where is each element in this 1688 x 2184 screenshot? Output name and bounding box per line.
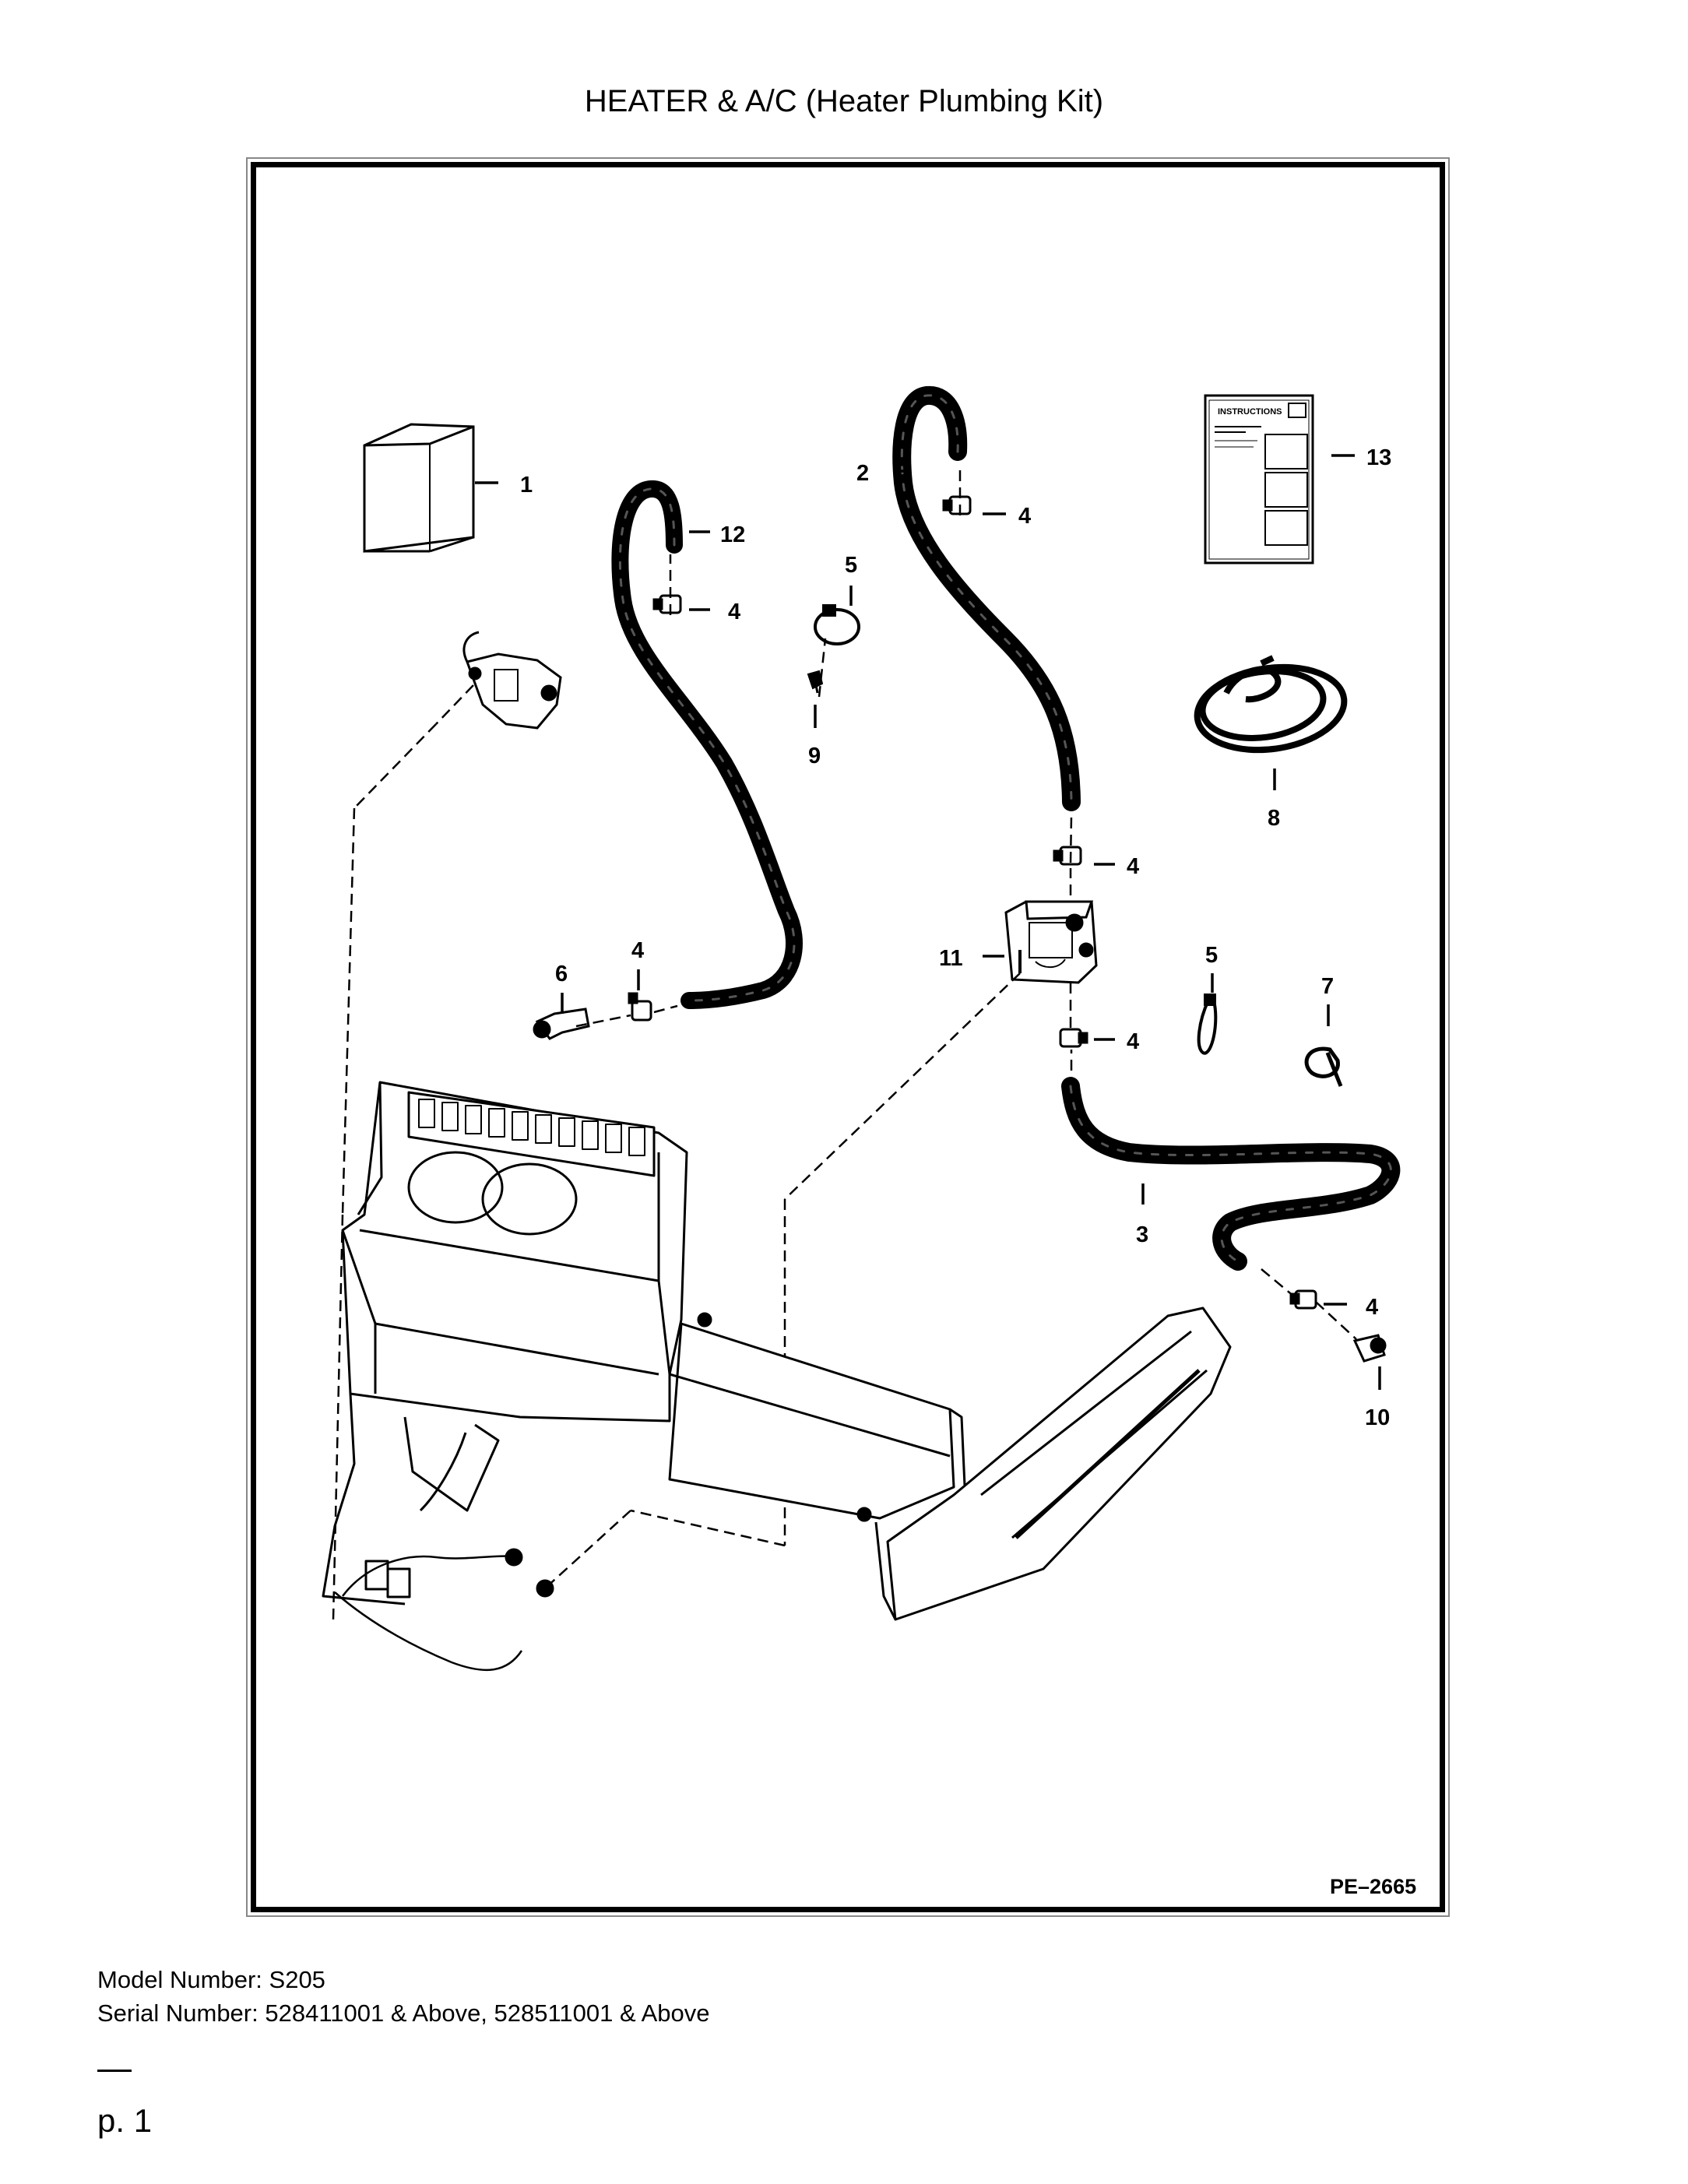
callout-12: 12 [720, 522, 745, 547]
callout-6: 6 [555, 962, 568, 986]
part-4-clamp-b [942, 495, 972, 515]
part-3-hose [1061, 1077, 1401, 1271]
heater-unit [322, 1081, 1232, 1671]
part-6-fitting [533, 1008, 590, 1040]
instructions-header-text: INSTRUCTIONS [1218, 407, 1282, 417]
callout-4b: 4 [728, 600, 740, 624]
callout-4a: 4 [1018, 504, 1031, 529]
hose-group [611, 385, 1401, 1271]
part-11-valve [1004, 900, 1098, 984]
part-5-tie-upper [814, 604, 860, 645]
part-7-clip [1304, 1046, 1343, 1087]
part-1-box [363, 423, 475, 553]
callout-11: 11 [939, 946, 963, 971]
callout-4e: 4 [631, 938, 644, 963]
part-4-clamp-f [1289, 1289, 1317, 1310]
part-2-hose [892, 385, 1081, 811]
callout-5a: 5 [845, 553, 857, 578]
callout-4c: 4 [1127, 854, 1139, 879]
page-marker-line [97, 2070, 132, 2072]
part-4-clamp-d [628, 992, 652, 1022]
page-title: HEATER & A/C (Heater Plumbing Kit) [584, 84, 1104, 118]
page-number: p. 1 [97, 2102, 153, 2139]
callout-4f: 4 [1366, 1295, 1378, 1320]
serial-number: Serial Number: 528411001 & Above, 528511… [97, 1999, 710, 2027]
callout-7: 7 [1321, 974, 1334, 999]
part-4-clamp-e [1059, 1028, 1088, 1048]
callout-4d: 4 [1127, 1029, 1139, 1054]
callout-13: 13 [1366, 445, 1391, 470]
part-4-clamp-c [1053, 846, 1082, 866]
model-number: Model Number: S205 [97, 1966, 325, 1993]
part-8-coiled-hose [1194, 655, 1348, 754]
callout-1: 1 [520, 473, 533, 498]
figure-code: PE–2665 [1330, 1875, 1416, 1898]
callout-9: 9 [808, 744, 821, 768]
part-5-tie-lower [1197, 994, 1218, 1055]
part-10-fitting [1352, 1334, 1387, 1363]
part-13-instructions-sheet [1204, 394, 1314, 564]
part-4-clamp-a [652, 594, 682, 614]
leader-lines [475, 454, 1381, 1390]
upper-bracket-harness [462, 631, 562, 730]
callout-3: 3 [1136, 1222, 1148, 1247]
callout-2: 2 [856, 461, 869, 486]
figure-frame [251, 162, 1445, 1912]
callout-10: 10 [1365, 1405, 1390, 1430]
callout-8: 8 [1268, 806, 1280, 831]
part-9-fastener [807, 670, 824, 694]
part-12-hose [611, 480, 803, 1009]
figure-frame-outer [246, 157, 1450, 1917]
callout-5b: 5 [1205, 943, 1218, 968]
